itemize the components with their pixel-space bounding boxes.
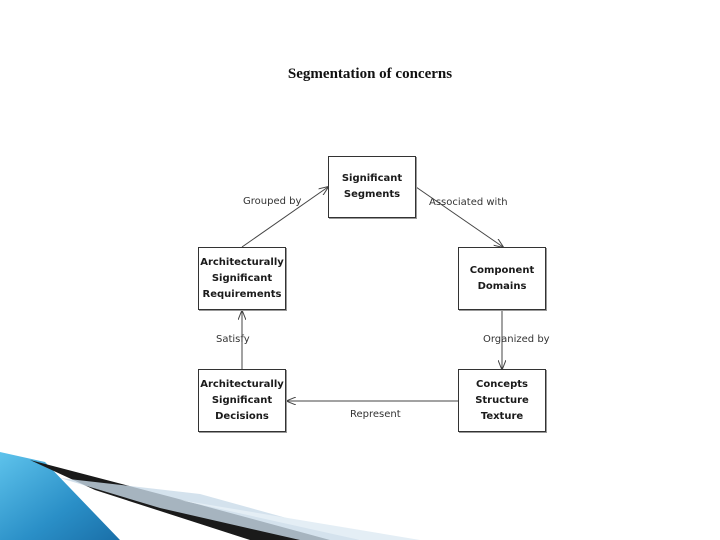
node-concepts-structure-texture: Concepts Structure Texture (458, 369, 546, 432)
node-significant-segments: Significant Segments (328, 156, 416, 218)
node-line: Component (470, 263, 534, 279)
node-line: Significant (212, 271, 272, 287)
node-significant-decisions: Architecturally Significant Decisions (198, 369, 286, 432)
node-line: Decisions (215, 409, 269, 425)
edge-label-associated-with: Associated with (429, 197, 508, 208)
node-line: Segments (344, 187, 400, 203)
node-significant-requirements: Architecturally Significant Requirements (198, 247, 286, 310)
node-line: Concepts (476, 377, 528, 393)
node-line: Domains (478, 279, 527, 295)
node-line: Architecturally (200, 377, 284, 393)
node-line: Significant (212, 393, 272, 409)
edge-label-grouped-by: Grouped by (243, 196, 301, 207)
edge-label-satisfy: Satisfy (216, 334, 250, 345)
node-line: Significant (342, 171, 402, 187)
node-line: Architecturally (200, 255, 284, 271)
node-line: Texture (481, 409, 523, 425)
edge-label-represent: Represent (350, 409, 401, 420)
node-line: Structure (475, 393, 529, 409)
node-component-domains: Component Domains (458, 247, 546, 310)
edge-label-organized-by: Organized by (483, 334, 550, 345)
node-line: Requirements (203, 287, 282, 303)
arrow-associated-with (416, 187, 503, 247)
